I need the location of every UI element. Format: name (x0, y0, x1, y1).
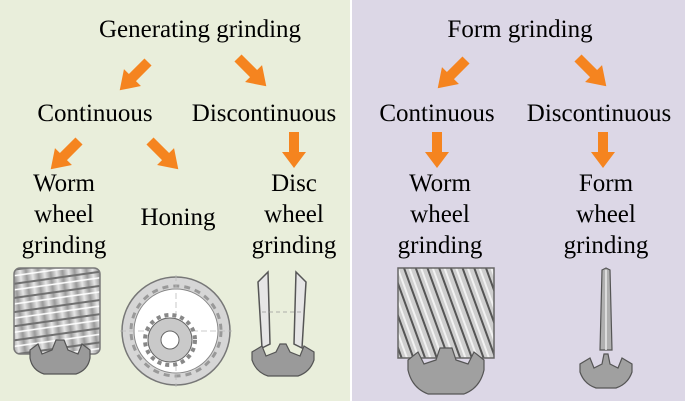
orange-arrow-icon (425, 132, 449, 168)
worm-wheel-grinding-label: Worm wheel grinding (397, 170, 483, 259)
honing-ring-gear-icon (120, 275, 232, 387)
orange-arrow-icon (591, 132, 615, 168)
continuous-label: Continuous (379, 100, 495, 127)
disc-wheel-grinding-label: Disc wheel grinding (251, 170, 337, 259)
panel-divider (350, 0, 352, 401)
disc-wheel-gear-icon (251, 270, 315, 377)
worm-wheel-gear-icon (13, 267, 101, 375)
worm-wheel-grinding-label: Worm wheel grinding (21, 170, 107, 259)
form-wheel-grinding-label: Form wheel grinding (563, 170, 649, 259)
flow-arrows (50, 54, 615, 170)
orange-arrow-icon (234, 54, 267, 87)
continuous-label: Continuous (37, 100, 153, 127)
honing-label: Honing (140, 204, 216, 231)
orange-arrow-icon (282, 132, 306, 168)
discontinuous-label: Discontinuous (191, 100, 337, 127)
orange-arrow-icon (146, 137, 179, 170)
discontinuous-label: Discontinuous (526, 100, 672, 127)
generating-grinding-title: Generating grinding (98, 16, 302, 43)
orange-arrow-icon (437, 56, 470, 89)
form-wheel-gear-icon (579, 267, 633, 389)
worm-wheel-gear-icon (397, 267, 495, 395)
form-grinding-title: Form grinding (447, 16, 593, 43)
orange-arrow-icon (119, 58, 152, 91)
orange-arrow-icon (50, 137, 83, 170)
orange-arrow-icon (574, 54, 607, 87)
